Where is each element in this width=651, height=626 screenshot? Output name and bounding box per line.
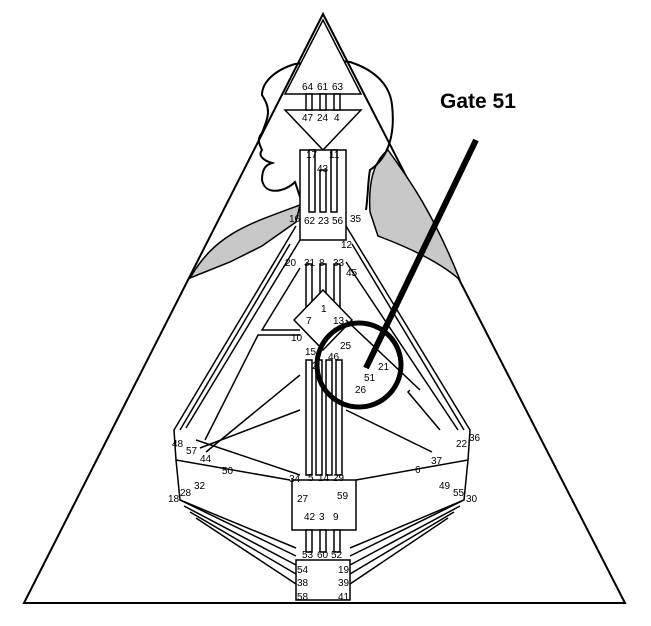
gate-label: 14 [318, 473, 330, 484]
gate-label: 62 [304, 216, 316, 227]
gate-label: 45 [346, 268, 358, 279]
gate-label: 56 [332, 216, 344, 227]
gate-label: 12 [341, 240, 353, 251]
spleen-lines [173, 225, 301, 585]
gate-label: 22 [456, 439, 468, 450]
gate-label: 38 [297, 578, 309, 589]
gate-label: 19 [338, 565, 350, 576]
gate-label: 15 [305, 347, 317, 358]
callout-label: Gate 51 [440, 90, 516, 113]
gate-label: 48 [172, 439, 184, 450]
gate-label: 60 [317, 550, 329, 561]
gate-label: 20 [285, 258, 297, 269]
gate-label: 3 [319, 512, 325, 523]
cross-channels [195, 267, 441, 476]
gate-label: 26 [355, 385, 367, 396]
gate-label: 21 [378, 362, 390, 373]
solar-plexus-lines [345, 225, 471, 585]
gate-label: 35 [350, 214, 362, 225]
gate-label: 25 [340, 341, 352, 352]
gate-label: 57 [186, 446, 198, 457]
gate-labels: 64 61 63 47 24 4 17 11 43 16 62 23 56 35… [168, 82, 481, 603]
gate-label: 49 [439, 481, 451, 492]
gate-label: 55 [453, 488, 465, 499]
gate-label: 53 [302, 550, 314, 561]
gate-label: 36 [469, 433, 481, 444]
gate-label: 59 [337, 491, 349, 502]
gate-label: 28 [180, 488, 192, 499]
gate-label: 61 [317, 82, 329, 93]
sacral-root-channels [305, 529, 341, 553]
gate-label: 32 [194, 481, 206, 492]
g-center [292, 288, 354, 352]
gate-51-highlight-circle [314, 320, 404, 410]
ajna-throat-channels [308, 149, 338, 213]
gate-label: 43 [317, 164, 329, 175]
gate-label: 10 [291, 333, 303, 344]
gate-label: 1 [321, 304, 327, 315]
root-center [295, 559, 351, 601]
gate-label: 34 [289, 474, 301, 485]
gate-label: 63 [332, 82, 344, 93]
sacral-center [291, 479, 357, 531]
gate-label: 30 [466, 494, 478, 505]
gate-label: 47 [302, 113, 314, 124]
gate-label: 24 [317, 113, 329, 124]
gate-label: 37 [431, 456, 443, 467]
gate-label: 54 [297, 565, 309, 576]
gate-label: 18 [168, 494, 180, 505]
gate-label: 64 [302, 82, 314, 93]
gate-label: 16 [289, 214, 301, 225]
gate-label: 39 [338, 578, 350, 589]
gate-label: 44 [200, 454, 212, 465]
head-ajna-channels [305, 93, 341, 111]
gate-label: 9 [333, 512, 339, 523]
gate-label: 5 [308, 473, 314, 484]
gate-label: 7 [306, 316, 312, 327]
head-profile [257, 58, 394, 211]
gate-label: 50 [222, 466, 234, 477]
gate-label: 17 [306, 150, 318, 161]
gate-label: 4 [334, 113, 340, 124]
gate-label: 27 [297, 494, 309, 505]
gate-label: 33 [333, 258, 345, 269]
gate-label: 31 [304, 258, 316, 269]
callout-pointer-line [363, 138, 479, 370]
gate-label: 42 [304, 512, 316, 523]
left-shoulder-shade [188, 203, 302, 280]
gate-label: 13 [333, 316, 345, 327]
gate-label: 41 [338, 592, 350, 603]
gate-label: 23 [318, 216, 330, 227]
gate-label: 51 [364, 373, 376, 384]
gate-label: 29 [333, 473, 345, 484]
gate-label: 46 [328, 352, 340, 363]
gate-label: 58 [297, 592, 309, 603]
gate-label: 6 [415, 465, 421, 476]
gate-label: 11 [329, 150, 340, 161]
gate-label: 8 [319, 258, 325, 269]
gate-label: 52 [331, 550, 343, 561]
g-sacral-channels [305, 359, 343, 476]
